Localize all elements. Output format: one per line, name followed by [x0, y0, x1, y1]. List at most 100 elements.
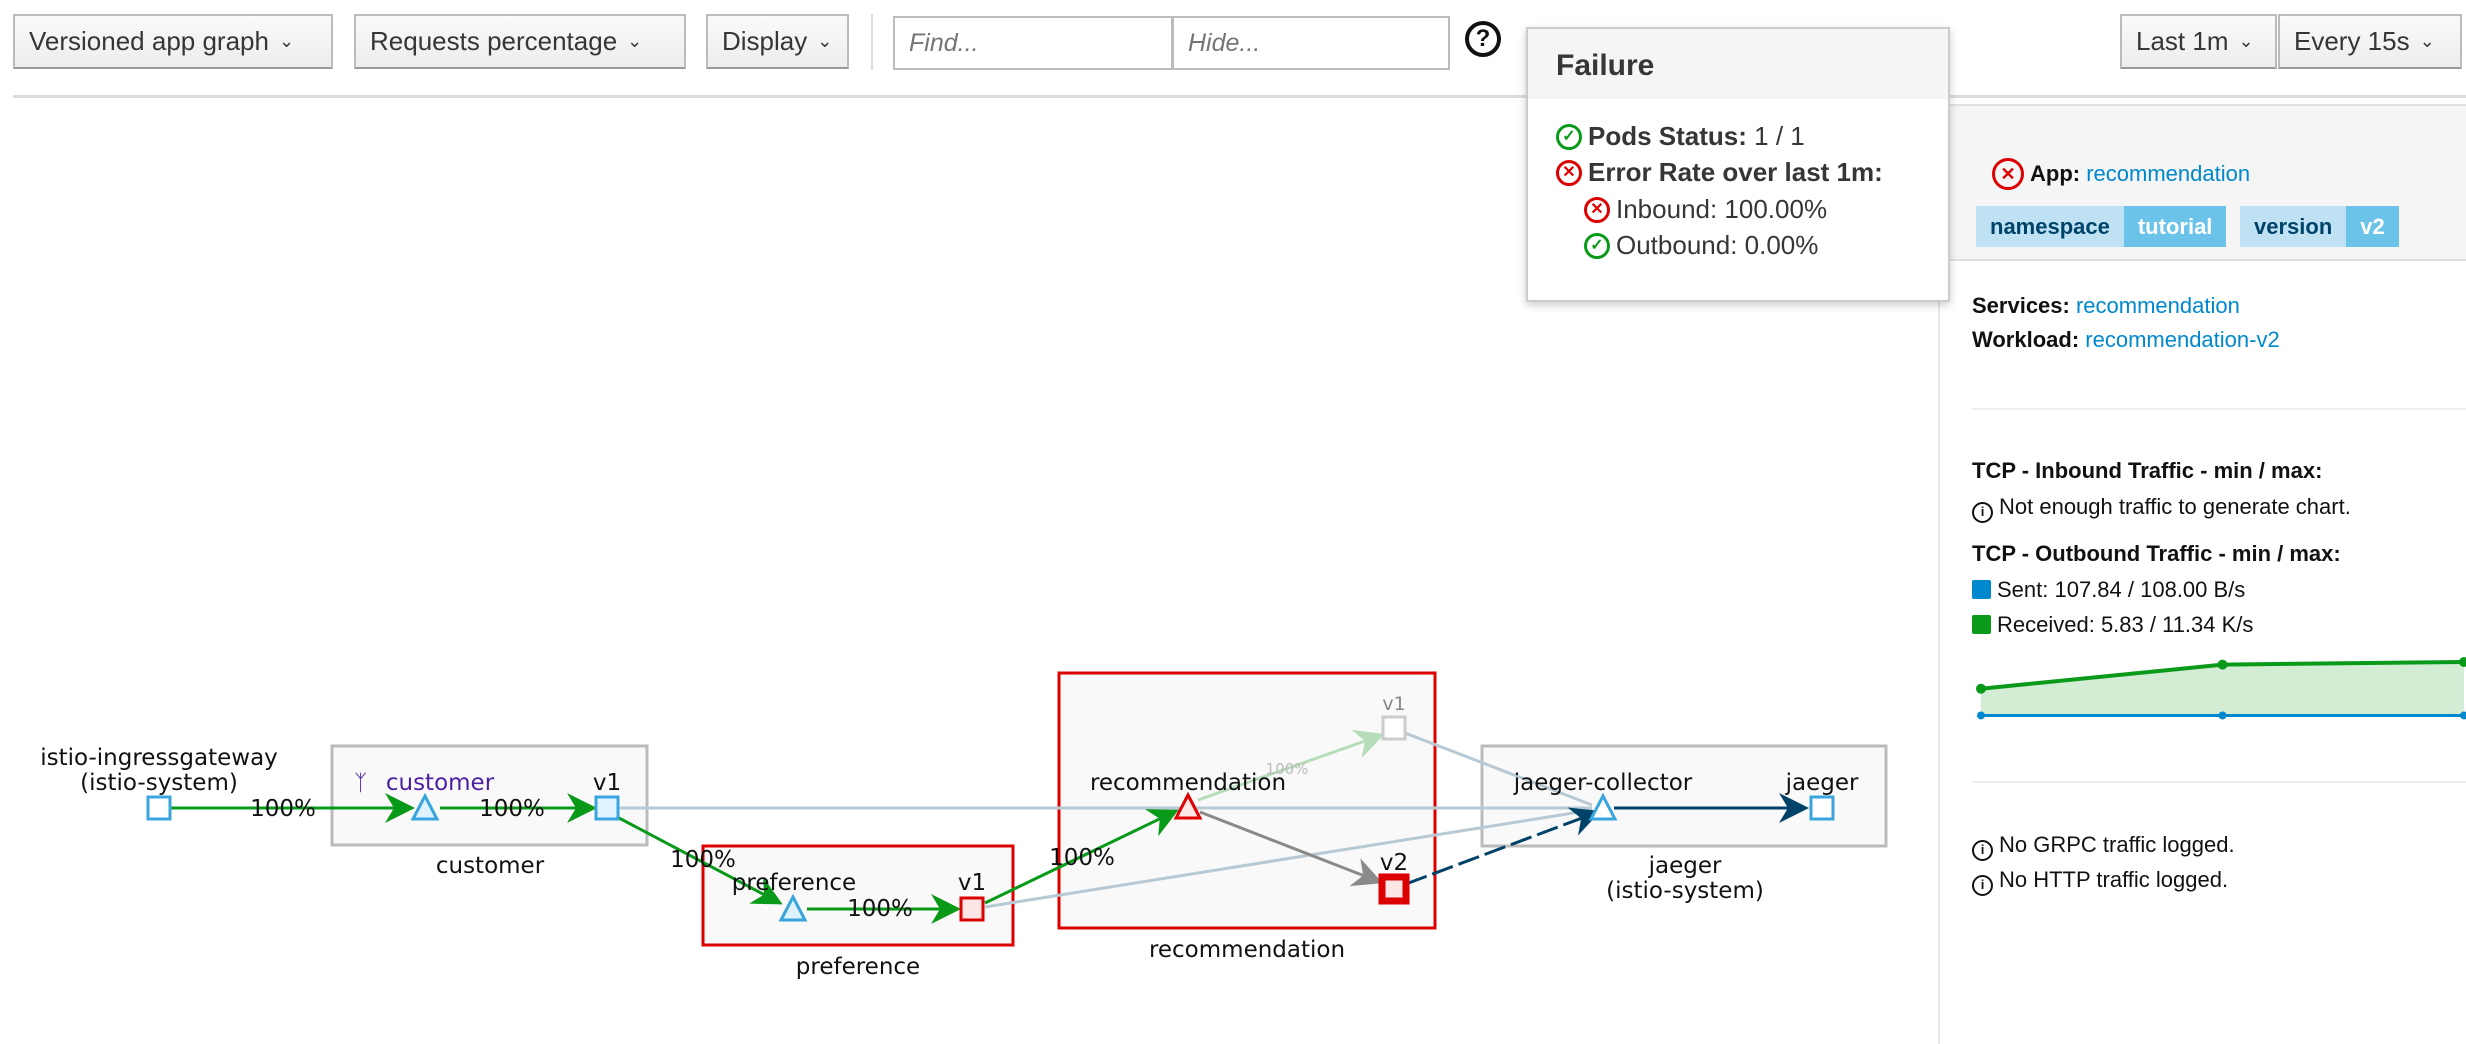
sent-point [2460, 711, 2466, 720]
customer-v1-node[interactable] [594, 795, 620, 821]
customer-service-node[interactable] [410, 792, 440, 821]
duration-label: Last 1m [2136, 26, 2229, 56]
edge-preference-jaeger[interactable] [984, 808, 1593, 909]
error-rate-label: Error Rate over last 1m: [1588, 157, 1883, 187]
tcp-outbound-title: TCP - Outbound Traffic - min / max: [1972, 541, 2341, 566]
edge-v2-jaeger-collector[interactable] [1405, 807, 1601, 886]
edge-label: 100% [250, 796, 316, 822]
chevron-down-icon: ⌄ [278, 31, 295, 51]
chevron-down-icon: ⌄ [2238, 31, 2254, 51]
divider [1972, 408, 2466, 410]
recommendation-v2-node[interactable] [1378, 873, 1410, 905]
recommendation-v1-label: v1 [1382, 693, 1405, 715]
jaeger-namespace-label: (istio-system) [1606, 878, 1764, 904]
info-icon: i [1972, 840, 1993, 861]
preference-service-node[interactable] [778, 893, 808, 922]
tcp-inbound-title: TCP - Inbound Traffic - min / max: [1972, 458, 2323, 483]
inbound-error-rate: Inbound: 100.00% [1616, 194, 1828, 224]
refresh-dropdown[interactable]: Every 15s ⌄ [2278, 14, 2462, 69]
received-point [2459, 657, 2466, 667]
error-circle-icon: ✕ [1556, 159, 1582, 186]
chevron-down-icon: ⌄ [817, 31, 833, 51]
http-message: No HTTP traffic logged. [1999, 867, 2229, 892]
edge-label: 100% [670, 847, 736, 873]
preference-version-label: v1 [958, 870, 986, 896]
edge-labels-dropdown[interactable]: Requests percentage ⌄ [354, 14, 686, 69]
check-circle-icon: ✓ [1556, 123, 1582, 150]
health-tooltip: Failure ✓Pods Status: 1 / 1 ✕Error Rate … [1526, 27, 1950, 302]
edge-labels-label: Requests percentage [370, 26, 618, 56]
divider [1972, 781, 2466, 783]
gateway-namespace-label: (istio-system) [80, 770, 238, 796]
workload-label: Workload: [1972, 327, 2080, 352]
recommendation-service-label: recommendation [1090, 770, 1286, 796]
refresh-label: Every 15s [2294, 26, 2410, 56]
jaeger-node[interactable] [1809, 795, 1835, 821]
customer-version-label: v1 [593, 770, 621, 796]
branch-icon: ᛉ [354, 771, 367, 796]
edge-recommendation-v1-jaeger[interactable] [1404, 731, 1593, 807]
received-legend-swatch [1972, 615, 1991, 634]
preference-box-label: preference [796, 954, 920, 980]
recommendation-v1-node[interactable] [1381, 715, 1407, 741]
edge-label: 100% [479, 796, 545, 822]
pods-status-value: 1 / 1 [1754, 121, 1805, 151]
customer-box-label: customer [436, 853, 545, 879]
toolbar-divider [871, 14, 873, 70]
tooltip-title: Failure [1528, 29, 1948, 99]
sent-point [1977, 711, 1985, 720]
edge-recommendation-v2[interactable] [1199, 810, 1383, 887]
recommendation-box-label: recommendation [1149, 937, 1345, 963]
pods-status-label: Pods Status: [1588, 121, 1747, 151]
display-dropdown[interactable]: Display ⌄ [706, 14, 849, 69]
grpc-message: No GRPC traffic logged. [1999, 832, 2235, 857]
app-link[interactable]: recommendation [2086, 161, 2251, 186]
find-input[interactable] [893, 16, 1173, 70]
received-legend: Received: 5.83 / 11.34 K/s [1997, 612, 2254, 637]
edge-customer-preference[interactable] [618, 816, 783, 905]
edge-preference-recommendation[interactable] [984, 809, 1179, 905]
toolbar-divider-horizontal [13, 95, 2466, 98]
services-link[interactable]: recommendation [2075, 293, 2240, 318]
help-icon[interactable]: ? [1465, 21, 1501, 57]
tcp-inbound-message: Not enough traffic to generate chart. [1999, 494, 2351, 519]
edge-recommendation-v1[interactable] [1197, 729, 1385, 802]
customer-service-label: customer [386, 770, 495, 796]
chevron-down-icon: ⌄ [2419, 31, 2435, 51]
jaeger-service-label: jaeger [1785, 770, 1859, 796]
tcp-outbound-sparkline [1976, 657, 2466, 720]
chevron-down-icon: ⌄ [627, 31, 643, 51]
preference-service-label: preference [732, 870, 856, 896]
jaeger-collector-label: jaeger-collector [1513, 770, 1693, 796]
graph-type-dropdown[interactable]: Versioned app graph ⌄ [13, 14, 333, 69]
preference-v1-node[interactable] [959, 896, 985, 922]
display-label: Display [722, 26, 808, 56]
check-circle-icon: ✓ [1584, 232, 1610, 259]
received-area [1981, 662, 2464, 717]
edge-label: 100% [1049, 845, 1115, 871]
services-label: Services: [1972, 293, 2070, 318]
recommendation-service-node[interactable] [1173, 791, 1203, 820]
edge-label: 100% [1266, 760, 1309, 778]
graph-type-label: Versioned app graph [29, 26, 269, 56]
gateway-node[interactable] [146, 795, 172, 821]
error-circle-icon: ✕ [1584, 196, 1610, 223]
sent-legend-swatch [1972, 580, 1991, 599]
workload-link[interactable]: recommendation-v2 [2085, 327, 2280, 352]
edge-label: 100% [847, 896, 913, 922]
info-icon: i [1972, 875, 1993, 896]
sent-legend: Sent: 107.84 / 108.00 B/s [1997, 577, 2246, 602]
hide-input[interactable] [1172, 16, 1450, 70]
sent-point [2218, 711, 2227, 720]
error-circle-icon: ✕ [1992, 158, 2024, 190]
jaeger-collector-node[interactable] [1588, 792, 1618, 821]
received-point [1976, 683, 1986, 694]
info-icon: i [1972, 502, 1993, 523]
recommendation-v2-label: v2 [1380, 850, 1408, 876]
received-point [2217, 659, 2228, 670]
duration-dropdown[interactable]: Last 1m ⌄ [2120, 14, 2277, 69]
